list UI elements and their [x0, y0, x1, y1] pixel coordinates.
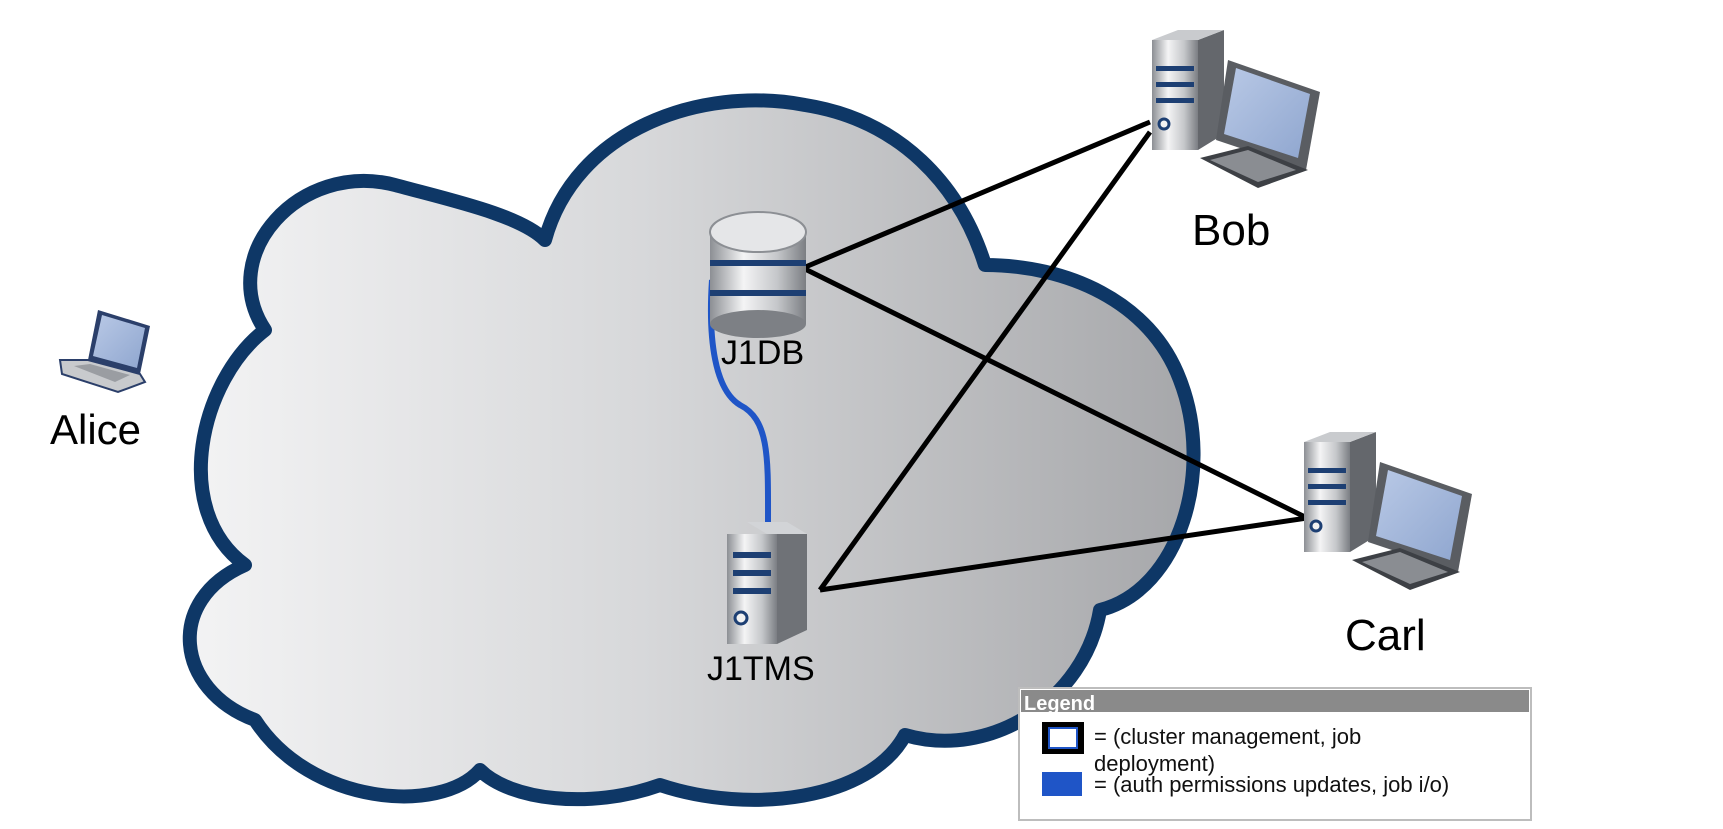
legend-swatch-auth — [1042, 772, 1082, 796]
cloud-region — [182, 93, 1201, 807]
node-label-j1tms: J1TMS — [707, 650, 815, 688]
legend-item-cluster-line2: deployment) — [1094, 751, 1215, 776]
edge-j1tms-carl — [819, 515, 1308, 593]
legend-title: Legend — [1024, 693, 1095, 715]
node-label-j1db: J1DB — [721, 334, 804, 372]
edge-j1db-j1tms — [707, 279, 772, 526]
workstation-icon — [1304, 432, 1472, 590]
legend-item-cluster-line1: = (cluster management, job — [1094, 724, 1361, 749]
workstation-icon — [1152, 30, 1320, 188]
edge-j1db-carl — [801, 265, 1309, 521]
node-label-bob: Bob — [1192, 206, 1270, 255]
legend-item-auth: = (auth permissions updates, job i/o) — [1094, 772, 1449, 797]
edge-j1tms-bob — [817, 130, 1153, 592]
server-icon — [727, 522, 807, 644]
node-label-alice: Alice — [50, 406, 141, 453]
legend-swatch-cluster — [1042, 722, 1084, 754]
database-icon — [709, 211, 807, 338]
node-label-carl: Carl — [1345, 611, 1426, 660]
legend-header — [1021, 690, 1529, 712]
laptop-icon — [58, 310, 150, 394]
legend: Legend = (cluster management, job deploy… — [1018, 687, 1532, 821]
edge-j1db-bob — [802, 119, 1151, 271]
